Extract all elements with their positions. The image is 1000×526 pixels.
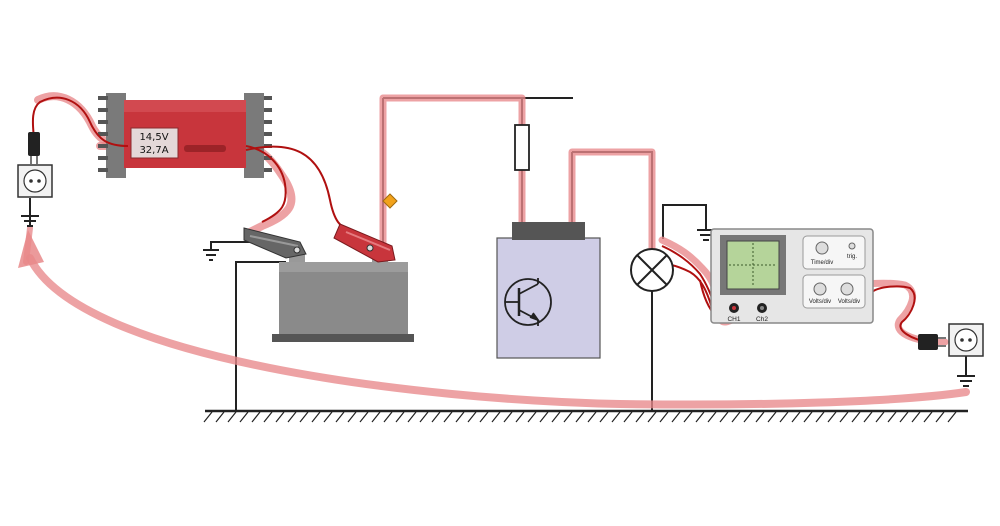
ground-hatch-mark [863, 411, 873, 423]
ground-hatch-mark [623, 411, 633, 423]
ground-symbol-icon [21, 198, 39, 227]
ground-hatch-mark [635, 411, 645, 423]
ground-hatch-mark [563, 411, 573, 423]
ground-hatch-mark [275, 411, 285, 423]
ground-hatch-mark [215, 411, 225, 423]
ground-hatch-mark [707, 411, 717, 423]
ground-hatch-mark [431, 411, 441, 423]
ground-hatch-mark [947, 411, 957, 423]
trig-label: trig. [847, 254, 857, 260]
charger-current-readout: 32,7A [139, 145, 168, 156]
ground-hatch-mark [347, 411, 357, 423]
ground-hatch-mark [587, 411, 597, 423]
ground-hatch-mark [659, 411, 669, 423]
oscilloscope: Time/div trig. Volts/div Volts/div CH1 C… [710, 228, 874, 324]
battery-charger: 14,5V 32,7A [98, 93, 272, 178]
ground-hatch-mark [515, 411, 525, 423]
ground-hatch-mark [479, 411, 489, 423]
volts-div-ch1-label: Volts/div [809, 299, 831, 305]
ground-hatch-mark [779, 411, 789, 423]
wall-socket-icon [17, 164, 53, 198]
ground-hatch-mark [647, 411, 657, 423]
ground-hatch-mark [287, 411, 297, 423]
ground-hatch-mark [359, 411, 369, 423]
ground-hatch-mark [383, 411, 393, 423]
power-plug-icon [28, 132, 40, 164]
ground-symbol-icon [957, 375, 975, 387]
ground-hatch-mark [539, 411, 549, 423]
ground-hatch-mark [683, 411, 693, 423]
ground-hatch-mark [203, 411, 213, 423]
ground-hatch-mark [455, 411, 465, 423]
ground-hatch-mark [311, 411, 321, 423]
ground-hatch-mark [371, 411, 381, 423]
lamp-icon [630, 248, 674, 292]
ground-hatch-mark [767, 411, 777, 423]
ground-hatch-mark [827, 411, 837, 423]
ground-hatch-mark [467, 411, 477, 423]
ground-hatch-mark [227, 411, 237, 423]
ground-hatch-mark [299, 411, 309, 423]
ground-hatch-mark [395, 411, 405, 423]
ground-rail [203, 409, 968, 423]
ground-hatch-mark [791, 411, 801, 423]
ground-hatch-mark [899, 411, 909, 423]
ground-hatch-mark [599, 411, 609, 423]
wall-socket-icon [948, 323, 984, 357]
ground-hatch-mark [527, 411, 537, 423]
ground-hatch-mark [239, 411, 249, 423]
ground-hatch-mark [875, 411, 885, 423]
ground-hatch-mark [491, 411, 501, 423]
return-path-arrow-icon [18, 230, 44, 268]
ground-hatch-mark [923, 411, 933, 423]
car-battery [272, 252, 414, 342]
ground-hatch-mark [719, 411, 729, 423]
ground-hatch-mark [335, 411, 345, 423]
ground-hatch-mark [743, 411, 753, 423]
power-plug-icon [918, 334, 946, 350]
ground-hatch-mark [251, 411, 261, 423]
ground-hatch-mark [671, 411, 681, 423]
ground-hatch-mark [407, 411, 417, 423]
ground-hatch-mark [911, 411, 921, 423]
ground-hatch-mark [611, 411, 621, 423]
ground-hatch-mark [839, 411, 849, 423]
ground-hatch-mark [575, 411, 585, 423]
ground-hatch-mark [323, 411, 333, 423]
ch2-label: Ch2 [756, 316, 768, 323]
alligator-clip-icon [243, 227, 307, 259]
ground-hatch-mark [503, 411, 513, 423]
ground-hatch-mark [851, 411, 861, 423]
fuse-marker-icon [382, 193, 398, 209]
ground-hatch-mark [755, 411, 765, 423]
ground-hatch-mark [443, 411, 453, 423]
volts-div-ch2-label: Volts/div [838, 299, 860, 305]
time-div-label: Time/div [811, 260, 833, 266]
ground-hatch-mark [935, 411, 945, 423]
ground-hatch-mark [695, 411, 705, 423]
ch1-label: CH1 [727, 316, 740, 323]
ground-hatch-mark [803, 411, 813, 423]
ground-hatch-mark [887, 411, 897, 423]
ground-hatch-mark [263, 411, 273, 423]
ground-hatch-mark [731, 411, 741, 423]
ground-hatch-mark [815, 411, 825, 423]
ground-hatch-mark [419, 411, 429, 423]
ground-hatch-mark [551, 411, 561, 423]
fuse-icon [514, 124, 530, 171]
charger-voltage-readout: 14,5V [139, 132, 168, 143]
ground-symbol-icon [203, 249, 219, 261]
transistor-icon [504, 278, 552, 326]
alligator-clip-icon [333, 223, 396, 263]
